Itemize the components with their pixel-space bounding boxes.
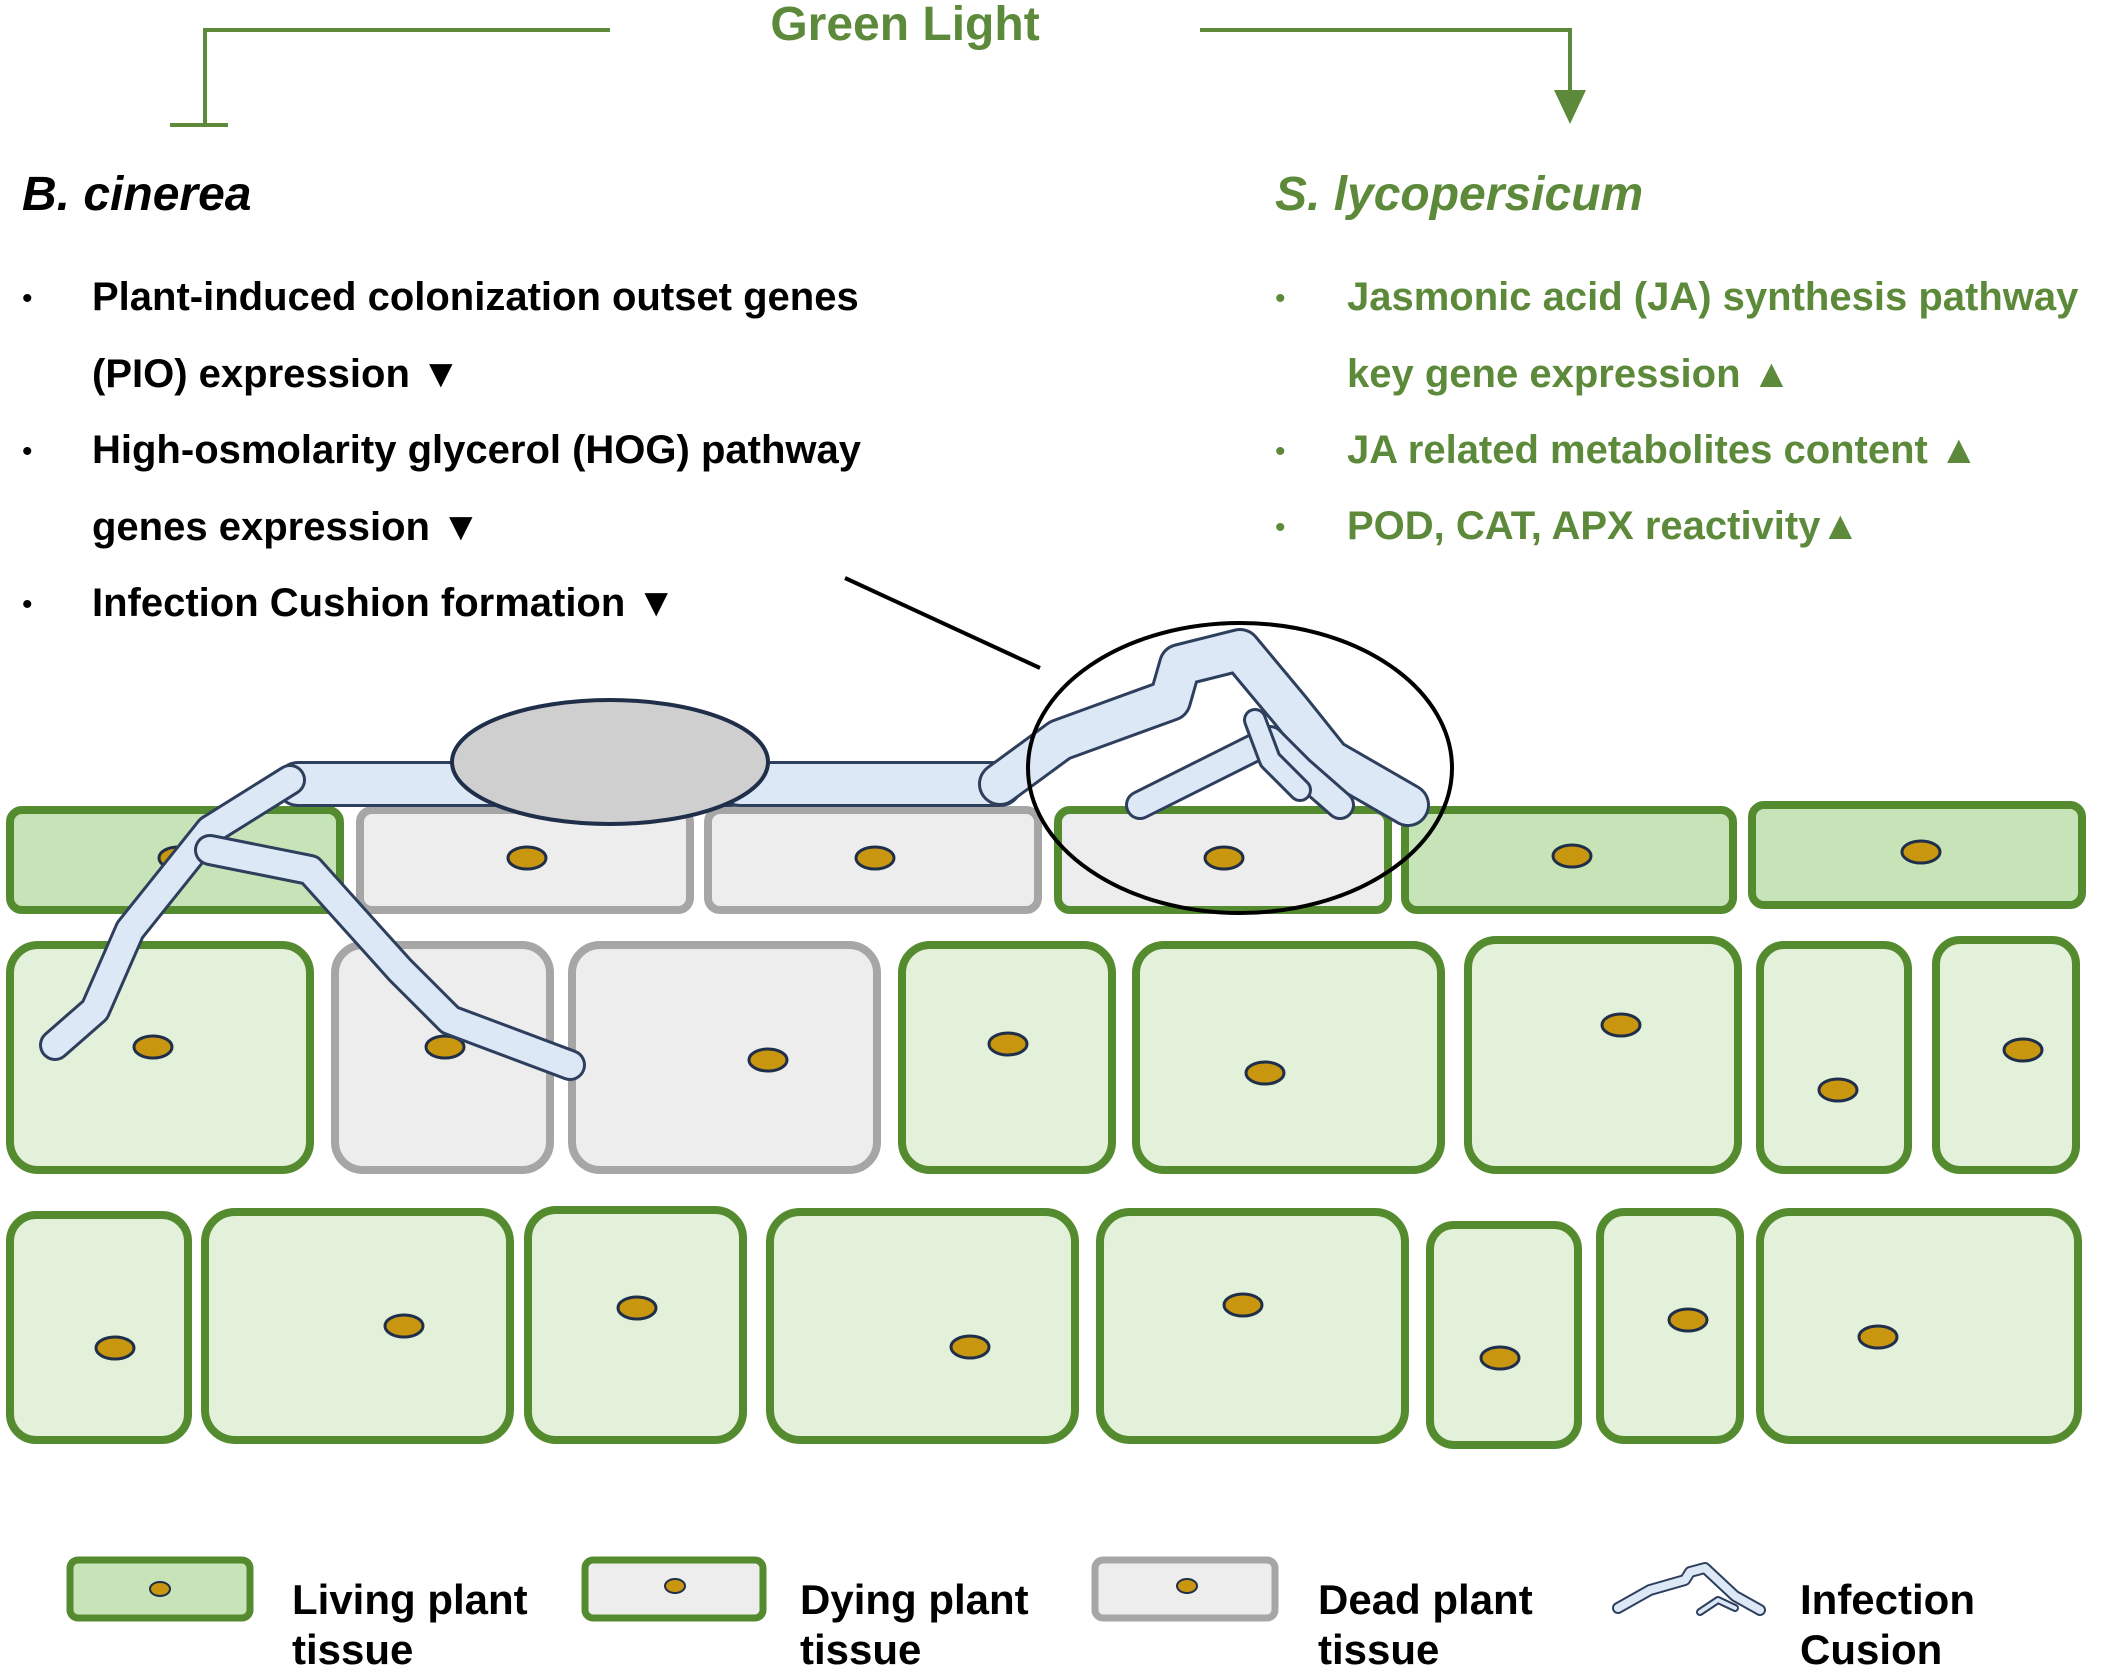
nucleus — [132, 1034, 174, 1060]
nucleus — [506, 845, 548, 871]
nucleus — [747, 1047, 789, 1073]
nucleus — [987, 1031, 1029, 1057]
legend-swatch-hypha — [1612, 1562, 1766, 1616]
right-effect-item: • Jasmonic acid (JA) synthesis pathway k… — [1275, 275, 2079, 396]
nucleus — [664, 1578, 686, 1594]
nucleus — [2002, 1037, 2044, 1063]
nucleus — [1551, 843, 1593, 869]
living-cell — [1401, 806, 1737, 914]
nucleus — [1900, 839, 1942, 865]
right-effect-line: Jasmonic acid (JA) synthesis pathway — [1347, 275, 2079, 319]
green-light-header: Green Light — [170, 0, 1586, 127]
left-effect-item: • Infection Cushion formation ▼ — [22, 581, 676, 625]
tissue-layer — [6, 801, 2086, 1449]
legend-item-living: Living plant tissue — [66, 1556, 528, 1670]
legend-label: Living plant — [292, 1576, 528, 1623]
living-cell — [1096, 1208, 1409, 1444]
dead-cell — [568, 941, 881, 1174]
legend-label: Dying plant — [800, 1576, 1029, 1623]
living-cell — [1748, 801, 2086, 909]
nucleus — [1667, 1307, 1709, 1333]
bullet-marker: • — [22, 282, 33, 315]
infection-cushion — [978, 628, 1430, 827]
nucleus — [424, 1034, 466, 1060]
left-panel: B. cinerea • Plant-induced colonization … — [22, 168, 862, 625]
zoom-pointer-line — [844, 576, 1041, 670]
nucleus — [616, 1295, 658, 1321]
activation-connector — [1200, 28, 1572, 92]
bullet-marker: • — [22, 588, 33, 621]
living-cell — [1932, 936, 2080, 1174]
legend-label: Dead plant — [1318, 1576, 1533, 1623]
conidium-spore — [450, 698, 770, 826]
left-effect-line: Infection Cushion formation ▼ — [92, 581, 676, 625]
legend-item-dying: Dying plant tissue — [581, 1556, 1029, 1670]
nucleus — [949, 1334, 991, 1360]
legend-label: Cusion — [1800, 1626, 1942, 1670]
living-cell — [1756, 1208, 2082, 1444]
nucleus — [94, 1335, 136, 1361]
right-effect-item: • POD, CAT, APX reactivity▲ — [1275, 504, 1860, 548]
living-cell — [1596, 1208, 1744, 1444]
nucleus — [149, 1581, 171, 1597]
left-effect-item: • High-osmolarity glycerol (HOG) pathway… — [22, 428, 862, 549]
living-cell — [6, 1211, 192, 1444]
right-organism-title: S. lycopersicum — [1275, 168, 1643, 221]
living-cell — [1426, 1221, 1582, 1449]
living-cell — [524, 1206, 747, 1444]
right-effect-line: JA related metabolites content ▲ — [1347, 428, 1979, 472]
legend-label: Infection — [1800, 1576, 1975, 1623]
right-effect-item: • JA related metabolites content ▲ — [1275, 428, 1979, 472]
nucleus — [1479, 1345, 1521, 1371]
living-cell — [898, 941, 1116, 1174]
left-organism-title: B. cinerea — [22, 168, 251, 221]
legend-item-dead: Dead plant tissue — [1091, 1556, 1533, 1670]
diagram-title: Green Light — [770, 0, 1039, 51]
legend-item-hypha: Infection Cusion — [1612, 1562, 1975, 1670]
legend-label: tissue — [1318, 1626, 1439, 1670]
activation-arrowhead — [1554, 90, 1586, 124]
inhibition-connector — [203, 28, 610, 125]
right-effect-line: key gene expression ▲ — [1347, 352, 1791, 396]
nucleus — [1203, 845, 1245, 871]
living-cell — [1464, 936, 1742, 1174]
nucleus — [1176, 1578, 1198, 1594]
dying-cell — [1054, 806, 1392, 914]
infection-cushion-highlight — [1026, 621, 1454, 915]
bullet-marker: • — [1275, 435, 1286, 468]
left-effect-line: Plant-induced colonization outset genes — [92, 275, 859, 319]
nucleus — [1600, 1012, 1642, 1038]
nucleus — [1817, 1077, 1859, 1103]
right-panel: S. lycopersicum • Jasmonic acid (JA) syn… — [1275, 168, 2079, 548]
right-effect-line: POD, CAT, APX reactivity▲ — [1347, 504, 1860, 548]
dead-cell — [356, 806, 694, 914]
bullet-marker: • — [1275, 282, 1286, 315]
living-cell — [201, 1208, 514, 1444]
legend: Living plant tissue Dying plant tissue D… — [66, 1556, 1975, 1670]
left-effect-line: genes expression ▼ — [92, 505, 481, 549]
nucleus — [383, 1313, 425, 1339]
nucleus — [854, 845, 896, 871]
legend-label: tissue — [292, 1626, 413, 1670]
living-cell — [1756, 941, 1912, 1174]
bullet-marker: • — [1275, 511, 1286, 544]
legend-label: tissue — [800, 1626, 921, 1670]
left-effect-line: (PIO) expression ▼ — [92, 352, 461, 396]
left-effect-item: • Plant-induced colonization outset gene… — [22, 275, 859, 396]
dead-cell — [704, 806, 1042, 914]
nucleus — [1244, 1060, 1286, 1086]
living-cell — [1132, 941, 1445, 1174]
nucleus — [1857, 1324, 1899, 1350]
living-cell — [766, 1208, 1079, 1444]
left-effect-line: High-osmolarity glycerol (HOG) pathway — [92, 428, 862, 472]
bullet-marker: • — [22, 435, 33, 468]
nucleus — [1222, 1292, 1264, 1318]
